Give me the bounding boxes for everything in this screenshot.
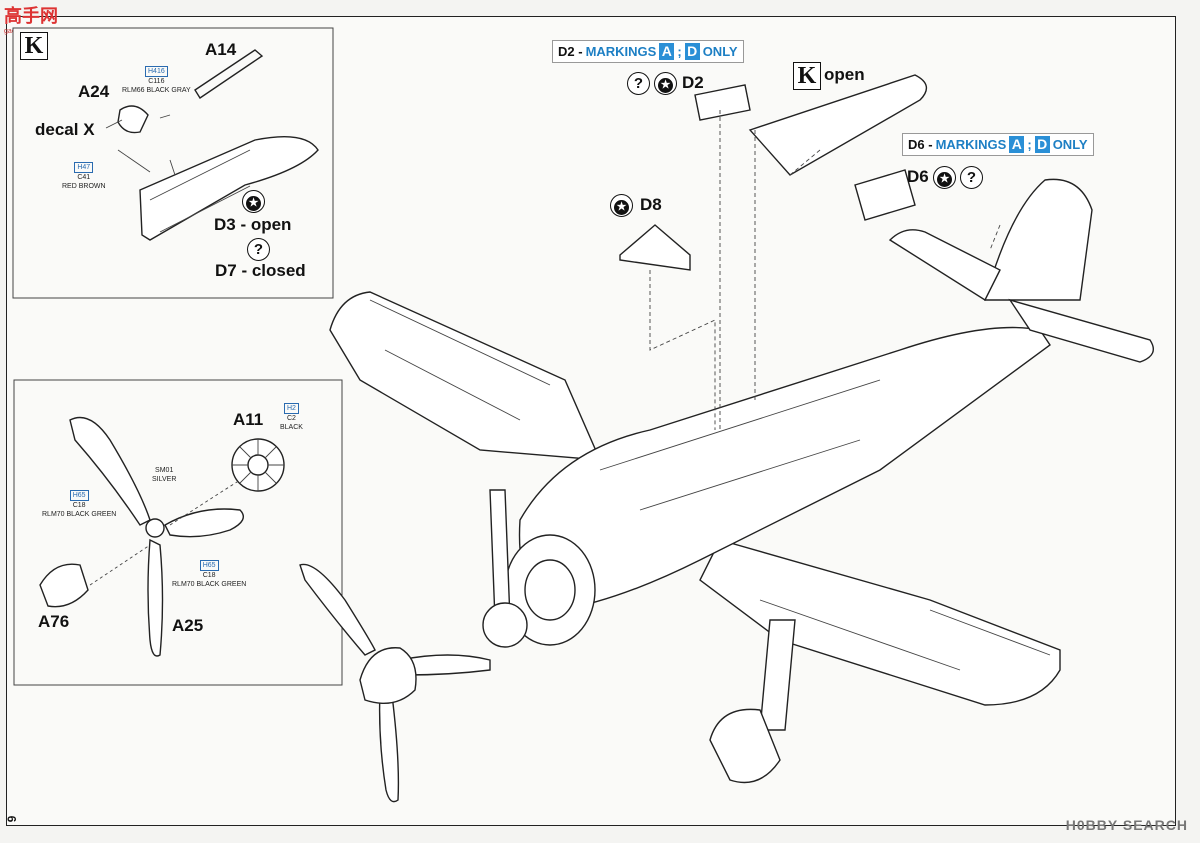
main-blade-top	[299, 563, 376, 656]
right-wing	[699, 539, 1061, 706]
d2-question-symbol: ?	[627, 72, 650, 95]
d6-armor	[854, 169, 916, 221]
paint-callout-blades-bottom: H65 C18 RLM70 BLACK GREEN	[172, 560, 247, 588]
d8-part	[619, 224, 691, 271]
paint-callout-a24: H416 C116 RLM66 BLACK GRAY	[122, 66, 191, 94]
question-symbol: ?	[247, 238, 270, 261]
main-canopy	[748, 74, 928, 176]
d2-windscreen	[694, 84, 751, 121]
d7-closed-label: D7 - closed	[215, 261, 306, 280]
left-gear-leg	[489, 489, 511, 621]
star-symbol: ★	[242, 190, 265, 213]
right-stabilizer	[1008, 298, 1154, 363]
markings-d6-note: D6 - MARKINGS A ; D ONLY	[902, 133, 1094, 156]
d3-open-label: D3 - open	[214, 215, 292, 234]
markings-d2-note: D2 - MARKINGS A ; D ONLY	[552, 40, 744, 63]
part-a24-label: A24	[78, 82, 110, 101]
tail-fin	[984, 178, 1093, 301]
inset-canopy	[139, 135, 319, 241]
part-a76-label: A76	[38, 612, 70, 631]
k-open-icon: K	[793, 62, 821, 90]
part-a25-label: A25	[172, 616, 204, 635]
d8-label: D8	[640, 195, 662, 214]
d8-star-symbol: ★	[610, 194, 633, 217]
a24-part	[117, 105, 149, 134]
a14-part	[194, 49, 264, 99]
part-a14-label: A14	[205, 40, 237, 59]
inset-blade-right	[164, 508, 244, 538]
main-blade-right	[399, 654, 491, 676]
part-a11-label: A11	[233, 410, 264, 429]
watermark: H0BBY SEARCH	[1065, 817, 1188, 833]
a76-spinner	[39, 563, 89, 608]
paint-callout-spinner: SM01 SILVER	[152, 467, 177, 483]
right-gear-door	[709, 708, 781, 784]
d6-question-symbol: ?	[960, 166, 983, 189]
page-number: 6	[4, 815, 19, 823]
inset-blade-bottom	[147, 538, 164, 657]
inset-blade-top	[69, 416, 151, 526]
left-wing	[329, 291, 602, 461]
d2-star-symbol: ★	[654, 72, 677, 95]
paint-callout-blades-top: H65 C18 RLM70 BLACK GREEN	[42, 490, 117, 518]
left-stabilizer	[888, 229, 1001, 302]
a11-cooling-fan	[231, 438, 285, 492]
d6-star-symbol: ★	[933, 166, 956, 189]
decal-x-label: decal X	[35, 120, 95, 139]
right-gear-leg	[759, 619, 796, 731]
k-open-label: open	[824, 65, 865, 84]
paint-callout-red-brown: H47 C41 RED BROWN	[62, 162, 106, 190]
paint-callout-a11: H2 C2 BLACK	[280, 403, 303, 431]
main-spinner	[359, 647, 417, 704]
main-blade-bottom	[378, 688, 400, 803]
d2-label: D2	[682, 73, 704, 92]
k-label: K	[20, 32, 48, 60]
d6-label: D6	[907, 167, 929, 186]
